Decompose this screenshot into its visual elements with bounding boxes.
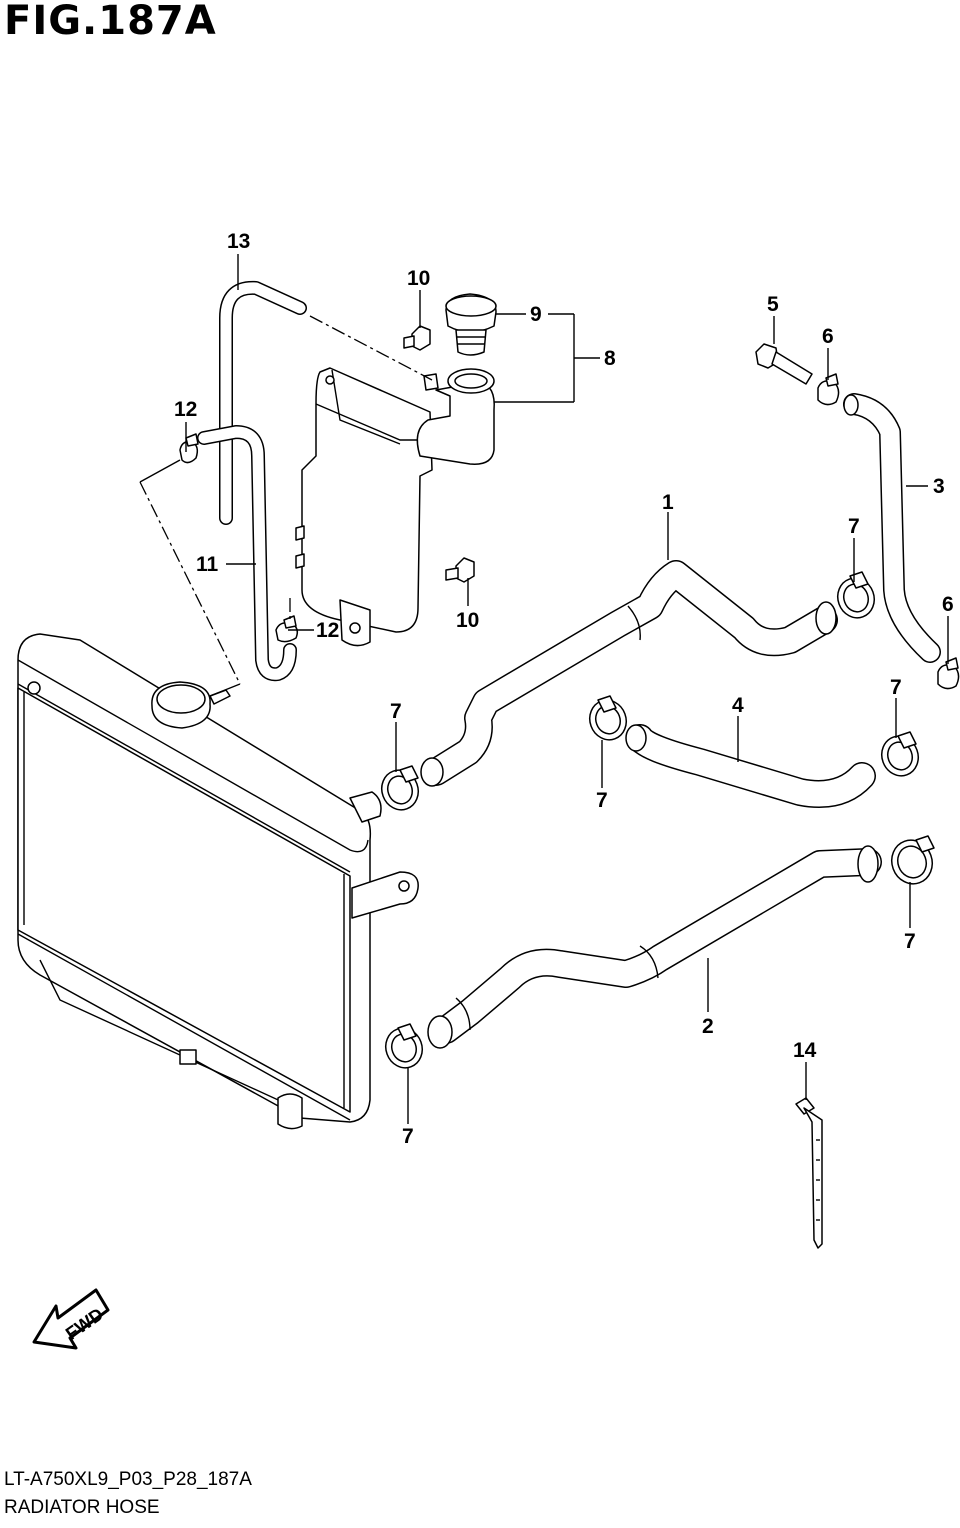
callout-7-hose2-left: 7 bbox=[402, 1125, 414, 1148]
figure-title: FIG.187A bbox=[4, 0, 217, 44]
clamp-7-hose1-right bbox=[837, 571, 875, 619]
figure-code: LT-A750XL9_P03_P28_187A bbox=[4, 1469, 252, 1490]
clamp-7-hose4-right bbox=[881, 731, 919, 777]
fwd-arrow: FWD bbox=[32, 1288, 110, 1350]
clamp-7-hose4-left bbox=[589, 695, 627, 741]
callout-13: 13 bbox=[227, 230, 250, 253]
hose-1 bbox=[420, 560, 838, 787]
clamp-7-hose2-right bbox=[891, 835, 935, 885]
callout-9: 9 bbox=[530, 303, 542, 326]
callout-7-hose4-right: 7 bbox=[890, 676, 902, 699]
reservoir-tank bbox=[295, 367, 495, 647]
bolt-10-upper bbox=[403, 325, 431, 351]
clamp-6-lower bbox=[937, 657, 960, 690]
callout-14: 14 bbox=[793, 1039, 817, 1062]
reservoir-cap bbox=[445, 293, 497, 356]
bolt-10-lower bbox=[445, 557, 475, 583]
callout-12-lower: 12 bbox=[316, 619, 339, 642]
callout-11: 11 bbox=[196, 553, 219, 576]
callout-8: 8 bbox=[604, 347, 616, 370]
callout-10-upper: 10 bbox=[407, 267, 430, 290]
callout-3: 3 bbox=[933, 475, 945, 498]
callout-6-lower: 6 bbox=[942, 593, 954, 616]
hose-11 bbox=[197, 425, 297, 682]
clamp-12-upper bbox=[179, 433, 199, 464]
callout-7-hose2-right: 7 bbox=[904, 930, 916, 953]
callout-5: 5 bbox=[767, 293, 779, 316]
hose-3 bbox=[843, 393, 941, 663]
callout-7-hose1-right: 7 bbox=[848, 515, 860, 538]
callout-labels: 13 10 9 8 5 6 12 3 1 7 11 10 12 6 7 4 7 … bbox=[174, 230, 954, 1148]
leader-lines bbox=[185, 254, 949, 1124]
callout-6-upper: 6 bbox=[822, 325, 834, 348]
callout-12-upper: 12 bbox=[174, 398, 197, 421]
hose-4 bbox=[625, 724, 876, 808]
callout-10-lower: 10 bbox=[456, 609, 479, 632]
callout-2: 2 bbox=[702, 1015, 714, 1038]
callout-7-hose4-left: 7 bbox=[596, 789, 608, 812]
clamp-12-lower bbox=[275, 615, 299, 643]
hose-2 bbox=[427, 845, 882, 1049]
radiator bbox=[17, 633, 419, 1130]
callout-7-hose1-left: 7 bbox=[390, 700, 402, 723]
figure-name: RADIATOR HOSE bbox=[4, 1497, 160, 1518]
callout-4: 4 bbox=[732, 694, 744, 717]
clamp-7-hose2-left bbox=[385, 1023, 423, 1069]
callout-1: 1 bbox=[662, 491, 674, 514]
cable-tie-14 bbox=[795, 1097, 823, 1249]
clamp-7-hose1-left bbox=[381, 765, 419, 811]
hose-13 bbox=[219, 280, 307, 525]
clamp-6-upper bbox=[817, 373, 840, 406]
bolt-5 bbox=[755, 343, 813, 385]
dash-lines bbox=[139, 315, 433, 697]
